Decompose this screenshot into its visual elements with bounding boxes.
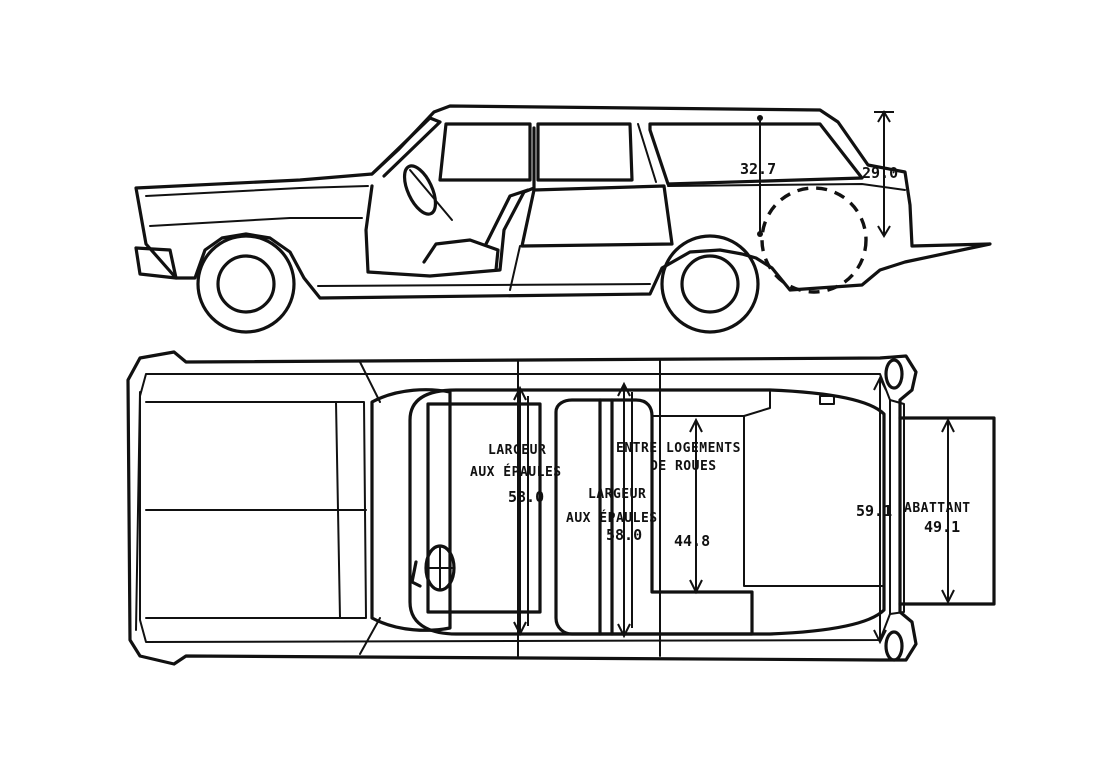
fender-crease [149, 217, 363, 227]
spare-tire-dashed [760, 186, 868, 294]
side-window-middle [536, 122, 634, 182]
dim-tailgate-height-value: 29.0 [862, 164, 898, 182]
wheel-arch-label-line2: DE ROUES [650, 459, 717, 474]
rear-wheel-hub [680, 254, 740, 314]
windshield [370, 116, 442, 178]
top-view: LARGEUR AUX ÉPAULES 58.0 LARGEUR AUX ÉPA… [126, 350, 996, 666]
top-front-seat [426, 402, 542, 614]
wheel-arch-label-line1: ENTRE LOGEMENTS [616, 441, 741, 456]
front-seat [422, 238, 500, 272]
side-view: 32.7 29.0 [134, 104, 992, 334]
side-body-outline [134, 104, 992, 300]
rear-door-line [520, 184, 674, 248]
top-cargo-floor [651, 415, 885, 587]
rocker-panel [317, 283, 651, 287]
top-body-outline [126, 350, 918, 666]
rear-shoulder-label-line2: AUX ÉPAULES [566, 510, 658, 526]
hood-line [145, 185, 369, 197]
front-bumper [134, 246, 178, 280]
top-windshield [370, 388, 452, 632]
tailgate-label: ABATTANT [904, 501, 971, 516]
tailgate-value: 49.1 [924, 518, 960, 536]
rear-shoulder-value: 58.0 [606, 526, 642, 544]
front-wheel-hub [216, 254, 276, 314]
top-rear-light [819, 395, 835, 405]
top-tailgate-open [898, 416, 996, 606]
front-shoulder-label-line2: AUX ÉPAULES [470, 464, 562, 480]
top-roof-opening [408, 388, 886, 636]
side-window-front [438, 122, 532, 182]
tailgate-opening-value: 59.1 [856, 502, 892, 520]
top-beltline [139, 373, 891, 643]
top-steering-wheel [424, 544, 456, 592]
front-door-opening [364, 126, 536, 278]
top-rear-seat [554, 398, 754, 636]
front-shoulder-value: 58.0 [508, 488, 544, 506]
side-window-rear [648, 122, 864, 186]
wheel-arch-value: 44.8 [674, 532, 710, 550]
rear-wheel-tire [660, 234, 760, 334]
front-wheel-tire [196, 234, 296, 334]
front-shoulder-label-line1: LARGEUR [488, 443, 546, 458]
dim-roof-height-value: 32.7 [740, 160, 776, 178]
steering-wheel [402, 164, 438, 216]
rear-shoulder-label-line1: LARGEUR [588, 487, 646, 502]
